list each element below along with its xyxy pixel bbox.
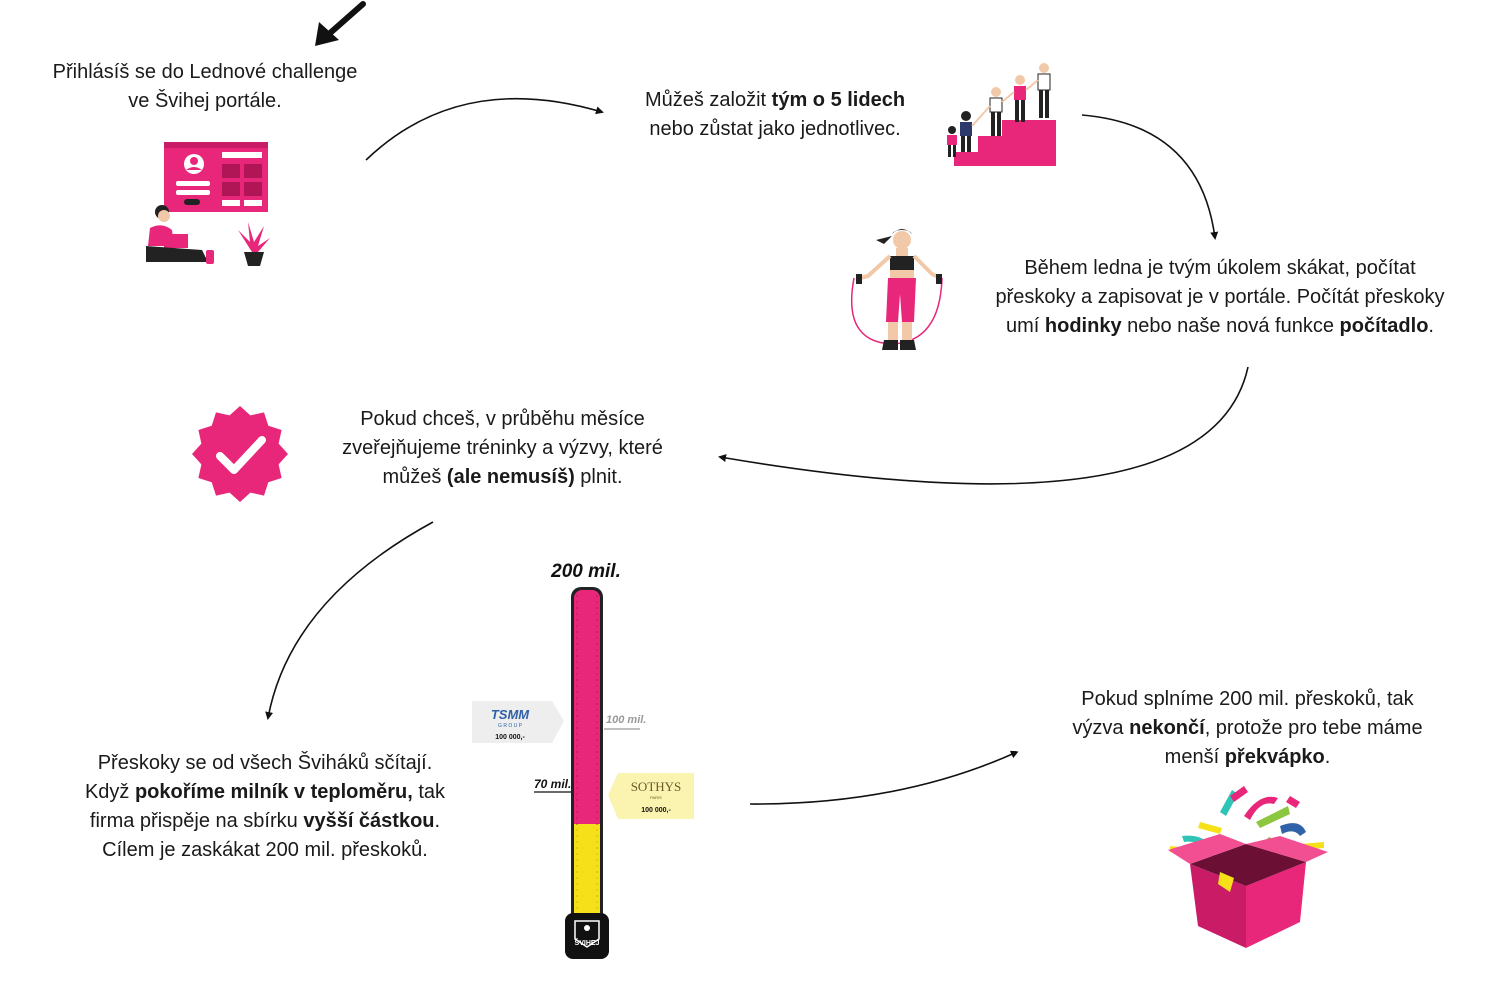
arrow-thermo-to-step6 <box>749 750 1019 805</box>
svihej-logo-text: ŠVIHEJ <box>575 938 600 947</box>
milestone-100-label: 100 mil. <box>606 714 646 726</box>
step3-line2: přeskoky a zapisovat je v portále. Počít… <box>995 286 1445 308</box>
step1-line2: ve Švihej portále. <box>128 90 282 112</box>
sponsor2-name: SOTHYS <box>631 779 682 794</box>
step3-line3-pre: umí <box>1006 315 1045 337</box>
svihej-logo-icon <box>565 913 609 959</box>
sponsor1-name: TSMM <box>491 707 530 722</box>
step3-text: Během ledna je tvým úkolem skákat, počít… <box>960 254 1480 341</box>
step1-line1: Přihlásíš se do Lednové challenge <box>52 61 358 83</box>
pointer-arrow-icon <box>315 1 366 46</box>
sponsor2-amount: 100 000,- <box>641 807 671 814</box>
sponsor1-amount: 100 000,- <box>495 734 525 741</box>
team-stairs-icon <box>947 63 1056 166</box>
step4-line3-pre: můžeš <box>382 466 447 488</box>
step5-line3-pre: firma přispěje na sbírku <box>89 810 304 832</box>
step4-line1: Pokud chceš, v průběhu měsíce <box>360 408 645 430</box>
step3-line3-bold1: hodinky <box>1044 315 1122 337</box>
arrow-step4-to-step5 <box>265 521 434 720</box>
goal-label: 200 mil. <box>550 561 621 582</box>
milestone-70-label: 70 mil. <box>534 777 571 791</box>
sponsor1-sub: G R O U P <box>498 723 523 729</box>
step5-line3-post: . <box>434 810 441 832</box>
step2-line1-pre: Můžeš založit <box>644 89 772 111</box>
step6-line3-post: . <box>1324 746 1331 768</box>
step6-line2-post: , protože pro tebe máme <box>1204 717 1423 739</box>
step1-text: Přihlásíš se do Lednové challenge ve Švi… <box>30 58 380 116</box>
step5-line2-pre: Když <box>84 781 135 803</box>
step2-line2: nebo zůstat jako jednotlivec. <box>649 118 901 140</box>
step6-line3-bold: překvápko <box>1224 746 1325 768</box>
step5-line2-bold: pokoříme milník v teploměru, <box>134 781 413 803</box>
step5-line4: Cílem je zaskákat 200 mil. přeskoků. <box>102 839 428 861</box>
sponsor2-tag <box>608 773 694 819</box>
step4-line3-bold: (ale nemusíš) <box>446 466 575 488</box>
sponsor1-tag <box>472 701 564 743</box>
thermometer: 200 mil. 100 mil. 70 mil. TSMM G R O U P… <box>472 561 694 959</box>
step5-line3-bold: vyšší částkou <box>303 810 435 832</box>
step3-line3-bold2: počítadlo <box>1339 315 1429 337</box>
step3-line3-post: . <box>1428 315 1434 337</box>
step5-text: Přeskoky se od všech Šviháků sčítají. Kd… <box>55 749 475 865</box>
arrow-step1-to-step2 <box>365 97 604 161</box>
step3-line1: Během ledna je tvým úkolem skákat, počít… <box>1024 257 1416 279</box>
login-illustration-icon <box>146 142 270 266</box>
step2-line1-bold: tým o 5 lidech <box>771 89 906 111</box>
step5-line1: Přeskoky se od všech Šviháků sčítají. <box>97 752 433 774</box>
step4-line3-post: plnit. <box>574 466 623 488</box>
step2-text: Můžeš založit tým o 5 lidech nebo zůstat… <box>625 86 925 144</box>
step3-line3-mid: nebo naše nová funkce <box>1121 315 1340 337</box>
sponsor2-sub: PARIS <box>650 795 662 800</box>
step6-text: Pokud splníme 200 mil. přeskoků, tak výz… <box>1040 685 1455 772</box>
step6-line2-pre: výzva <box>1072 717 1130 739</box>
verified-badge-icon <box>192 406 288 502</box>
step6-line1: Pokud splníme 200 mil. přeskoků, tak <box>1081 688 1414 710</box>
step4-line2: zveřejňujeme tréninky a výzvy, které <box>342 437 663 459</box>
jump-rope-icon <box>850 229 943 350</box>
step6-line2-bold: nekončí <box>1129 717 1205 739</box>
thermometer-ticks <box>576 595 598 945</box>
arrow-step2-to-step3 <box>1081 114 1219 240</box>
step5-line2-post: tak <box>412 781 446 803</box>
gift-box-icon <box>1168 786 1328 948</box>
step4-text: Pokud chceš, v průběhu měsíce zveřejňuje… <box>315 405 690 492</box>
arrow-step3-to-step4 <box>718 366 1249 485</box>
step6-line3-pre: menší <box>1164 746 1225 768</box>
